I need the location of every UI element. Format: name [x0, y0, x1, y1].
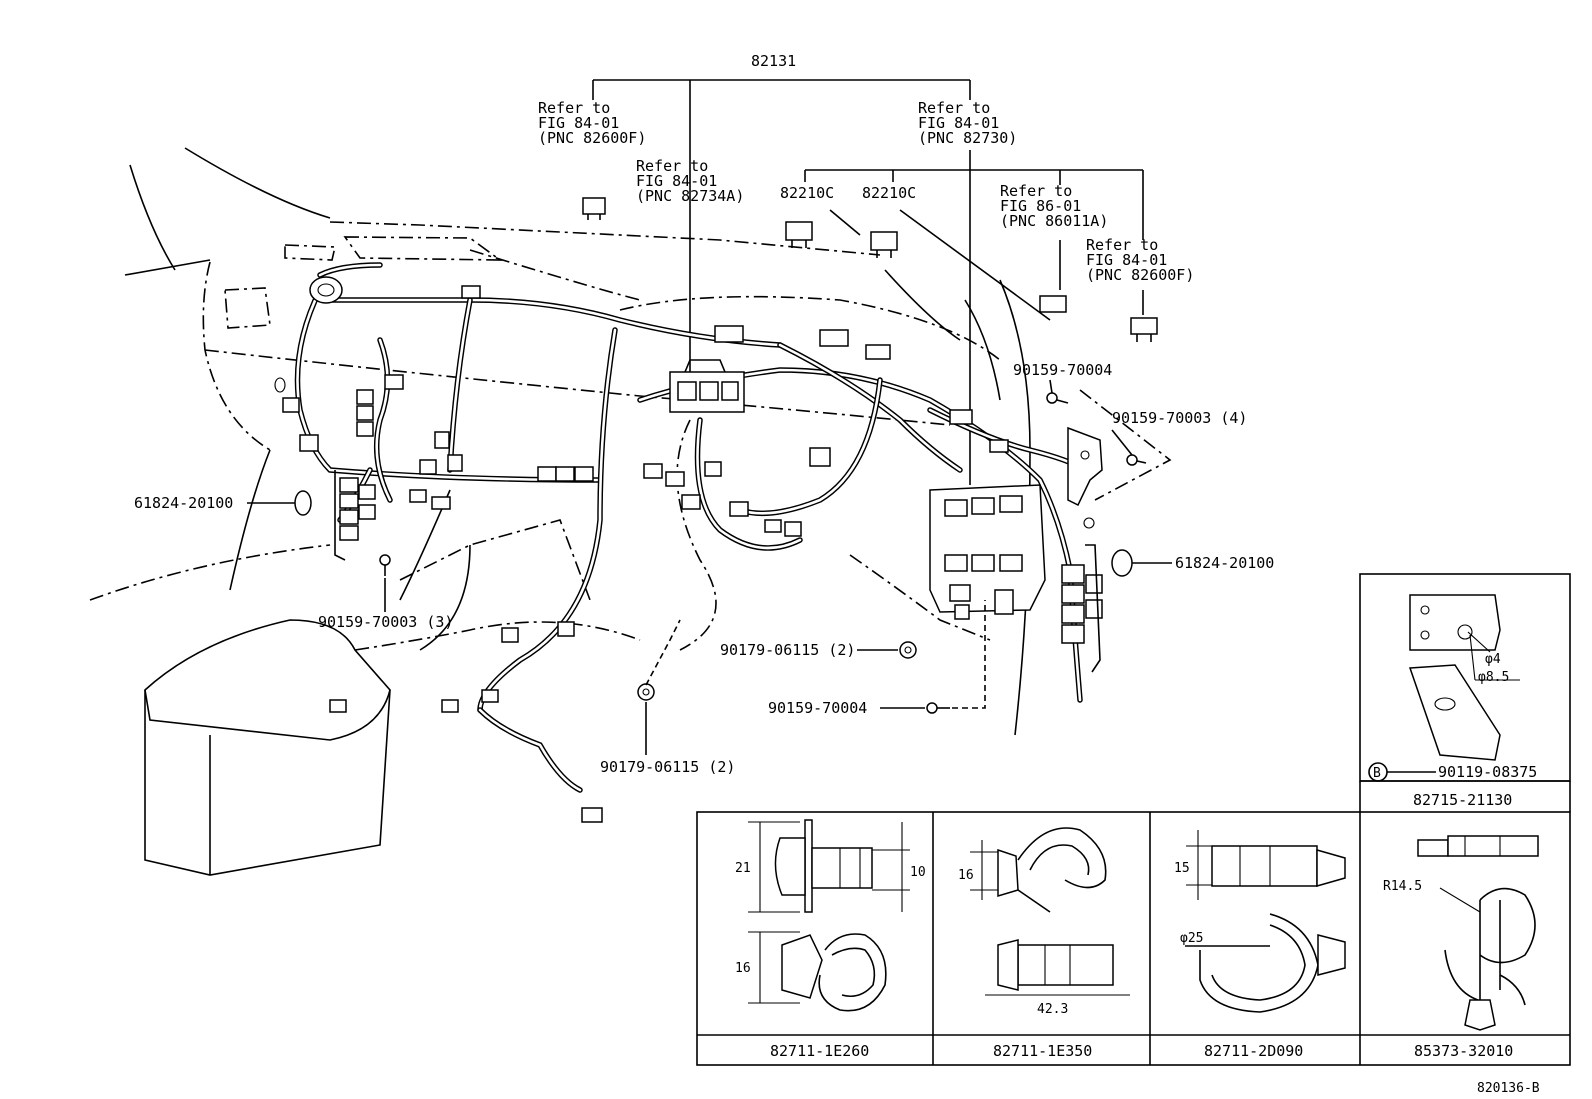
part-label-82131: 82131 — [751, 52, 796, 70]
part-label-90179-06115-a: 90179-06115 (2) — [720, 641, 855, 659]
inset-bracket-panel: φ4 φ8.5 B 90119-08375 82715-21130 — [1359, 573, 1571, 812]
svg-text:Refer to: Refer to — [636, 157, 708, 175]
dim-phi8-5: φ8.5 — [1478, 670, 1509, 685]
plug-icon — [294, 490, 312, 516]
refer-label-4: Refer to FIG 86-01 (PNC 86011A) — [1000, 182, 1108, 230]
nut-icon — [637, 641, 917, 701]
svg-text:21: 21 — [735, 861, 751, 876]
part-label-90159-70004-top: 90159-70004 — [1013, 361, 1112, 379]
part-label-82210c-a: 82210C — [780, 184, 834, 202]
svg-text:(PNC 82600F): (PNC 82600F) — [538, 129, 646, 147]
svg-text:(PNC 82734A): (PNC 82734A) — [636, 187, 744, 205]
dashboard-outline — [89, 147, 1172, 736]
connector-icons — [282, 285, 1009, 823]
mounting-bracket-right — [1067, 426, 1103, 529]
part-label-82711-1e350: 82711-1E350 — [993, 1042, 1092, 1060]
svg-text:10: 10 — [910, 865, 926, 880]
clip-82711-1e260: 21 10 16 — [735, 819, 926, 1012]
part-label-61824-right: 61824-20100 — [1175, 554, 1274, 572]
clip-82711-2d090: 15 φ25 — [1174, 830, 1346, 1013]
svg-text:φ25: φ25 — [1180, 931, 1203, 946]
svg-text:(PNC 86011A): (PNC 86011A) — [1000, 212, 1108, 230]
svg-text:16: 16 — [735, 961, 751, 976]
svg-text:Refer to: Refer to — [1086, 236, 1158, 254]
part-label-90179-06115-b: 90179-06115 (2) — [600, 758, 735, 776]
center-console — [144, 489, 641, 876]
junction-block-left — [669, 359, 745, 413]
plug-icon — [1111, 549, 1133, 577]
svg-text:R14.5: R14.5 — [1383, 879, 1422, 894]
junction-block-right — [929, 484, 1046, 620]
part-label-82711-1e260: 82711-1E260 — [770, 1042, 869, 1060]
svg-text:Refer to: Refer to — [918, 99, 990, 117]
clip-table — [696, 811, 1571, 1066]
svg-text:FIG 84-01: FIG 84-01 — [918, 114, 999, 132]
svg-text:15: 15 — [1174, 861, 1190, 876]
part-label-82711-2d090: 82711-2D090 — [1204, 1042, 1303, 1060]
svg-text:Refer to: Refer to — [1000, 182, 1072, 200]
svg-text:FIG 84-01: FIG 84-01 — [1086, 251, 1167, 269]
part-label-85373-32010: 85373-32010 — [1414, 1042, 1513, 1060]
part-label-90159-70003-4: 90159-70003 (4) — [1112, 409, 1247, 427]
part-label-61824-left: 61824-20100 — [134, 494, 233, 512]
grommet-icon — [309, 276, 343, 304]
svg-text:FIG 84-01: FIG 84-01 — [538, 114, 619, 132]
clip-85373-32010: R14.5 — [1383, 835, 1539, 1031]
svg-text:16: 16 — [958, 868, 974, 883]
part-label-90119-08375: 90119-08375 — [1438, 763, 1537, 781]
svg-text:(PNC 82600F): (PNC 82600F) — [1086, 266, 1194, 284]
bolt-icon — [379, 392, 1147, 714]
part-label-82210c-b: 82210C — [862, 184, 916, 202]
connector-bracket-right — [1061, 544, 1103, 673]
switch-connector-icon — [582, 197, 1158, 342]
part-label-90159-70003-3: 90159-70003 (3) — [318, 613, 453, 631]
part-label-90159-70004-bot: 90159-70004 — [768, 699, 867, 717]
top-leader-lines: 82131 — [592, 52, 1144, 485]
clip-82711-1e350: 16 42.3 — [958, 827, 1130, 1017]
refer-label-1: Refer to FIG 84-01 (PNC 82600F) — [538, 99, 646, 147]
figure-code: 820136-B — [1477, 1081, 1540, 1096]
refer-label-2: Refer to FIG 84-01 (PNC 82734A) — [636, 157, 744, 205]
part-label-82715-21130: 82715-21130 — [1413, 791, 1512, 809]
part-labels: 90159-70004 90159-70003 (4) 61824-20100 … — [134, 361, 1540, 1096]
svg-text:FIG 86-01: FIG 86-01 — [1000, 197, 1081, 215]
dim-phi4: φ4 — [1485, 652, 1501, 667]
svg-text:(PNC 82730): (PNC 82730) — [918, 129, 1017, 147]
refer-label-3: Refer to FIG 84-01 (PNC 82730) — [918, 99, 1017, 147]
svg-text:Refer to: Refer to — [538, 99, 610, 117]
bolt-marker-b: B — [1373, 766, 1381, 781]
connector-bracket-left — [274, 377, 376, 561]
svg-text:FIG 84-01: FIG 84-01 — [636, 172, 717, 190]
refer-label-5: Refer to FIG 84-01 (PNC 82600F) — [1086, 236, 1194, 284]
svg-text:42.3: 42.3 — [1037, 1002, 1068, 1017]
